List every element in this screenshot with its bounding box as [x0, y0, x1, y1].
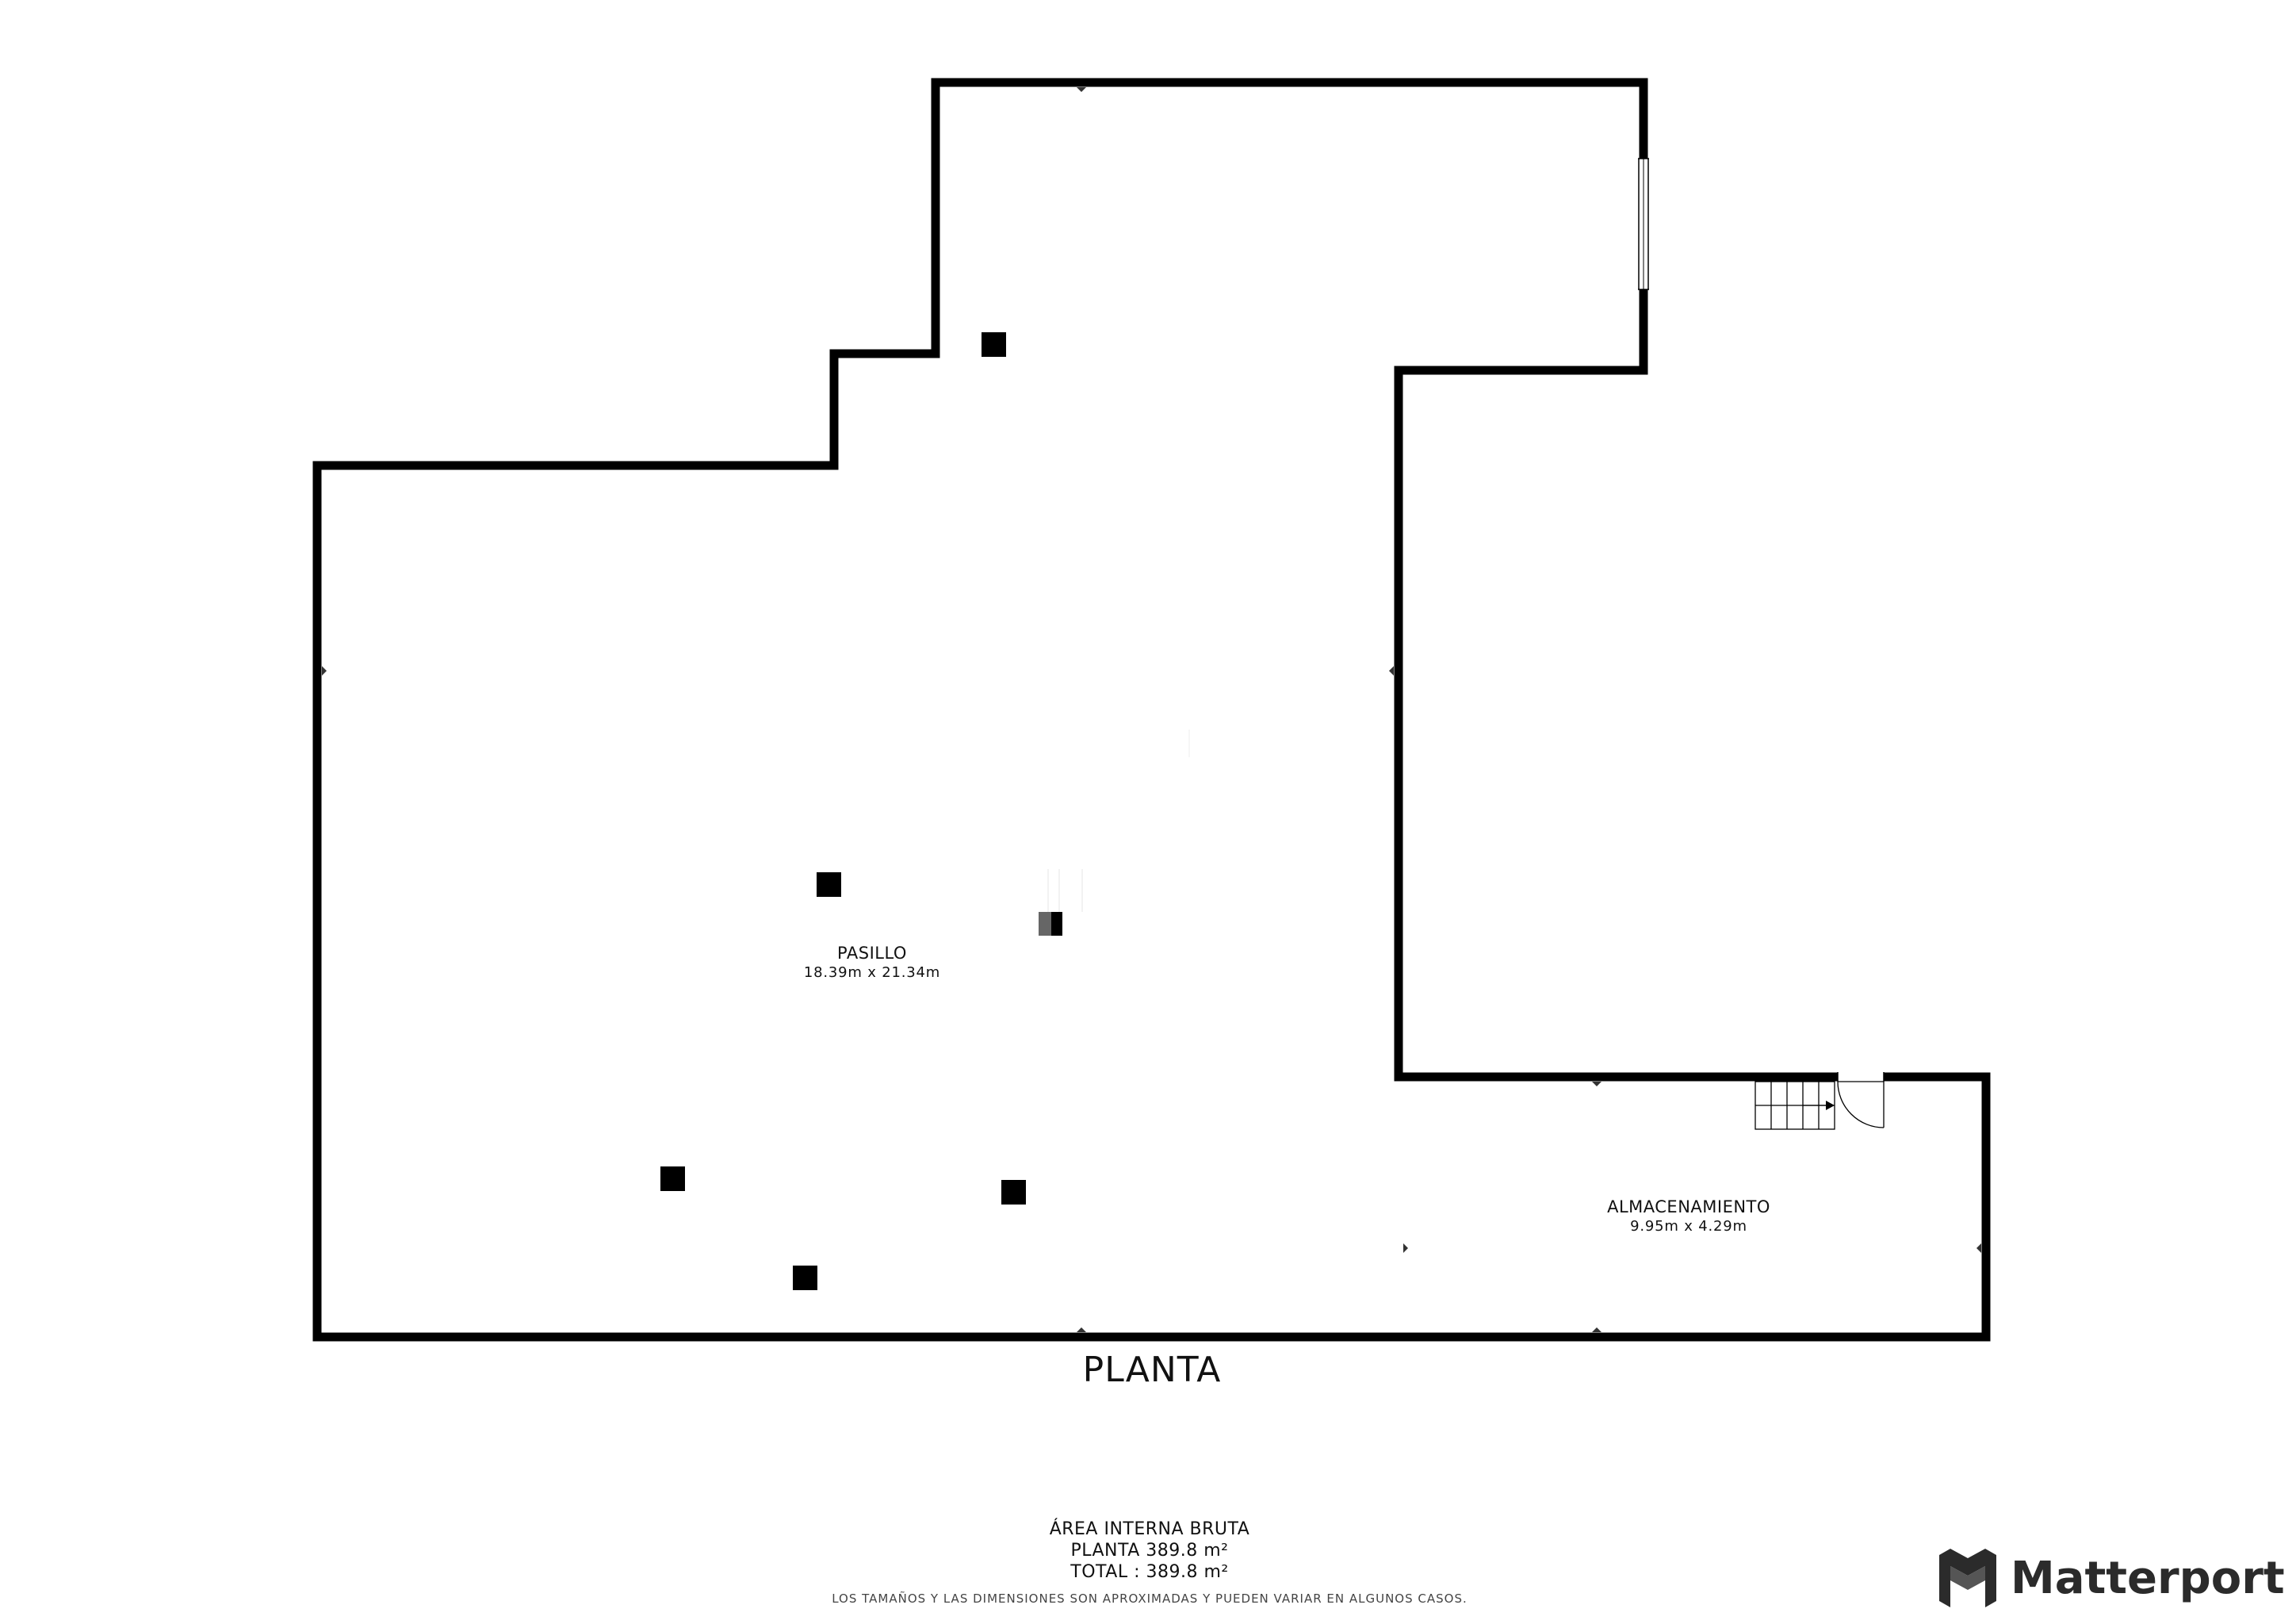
window [1638, 158, 1649, 290]
summary-title: ÁREA INTERNA BRUTA [1049, 1519, 1250, 1539]
summary-total-area: TOTAL : 389.8 m² [1070, 1562, 1229, 1582]
columns [660, 332, 1026, 1290]
small-column [1039, 730, 1190, 936]
measurement-ticks [322, 87, 1981, 1332]
column [982, 332, 1006, 357]
column [817, 872, 841, 897]
brand-logo: Matterport [1939, 1548, 2285, 1608]
column [793, 1266, 817, 1290]
room-name-hall: PASILLO [837, 944, 907, 963]
door [1837, 1072, 1885, 1128]
area-summary: ÁREA INTERNA BRUTA PLANTA 389.8 m² TOTAL… [1050, 1519, 1250, 1583]
column [1001, 1180, 1026, 1205]
floor-label: PLANTA [1082, 1350, 1222, 1390]
room-dimensions-hall: 18.39m x 21.34m [803, 964, 941, 981]
column [660, 1166, 685, 1191]
room-name-storage: ALMACENAMIENTO [1607, 1197, 1770, 1216]
matterport-logo-icon [1939, 1549, 1996, 1607]
summary-floor-area: PLANTA 389.8 m² [1070, 1541, 1229, 1561]
stairs [1755, 1081, 1835, 1130]
disclaimer: LOS TAMAÑOS Y LAS DIMENSIONES SON APROXI… [832, 1591, 1468, 1606]
main-hall-walls [312, 78, 1991, 1342]
brand-name: Matterport [2011, 1552, 2285, 1604]
room-dimensions-storage: 9.95m x 4.29m [1630, 1218, 1747, 1235]
